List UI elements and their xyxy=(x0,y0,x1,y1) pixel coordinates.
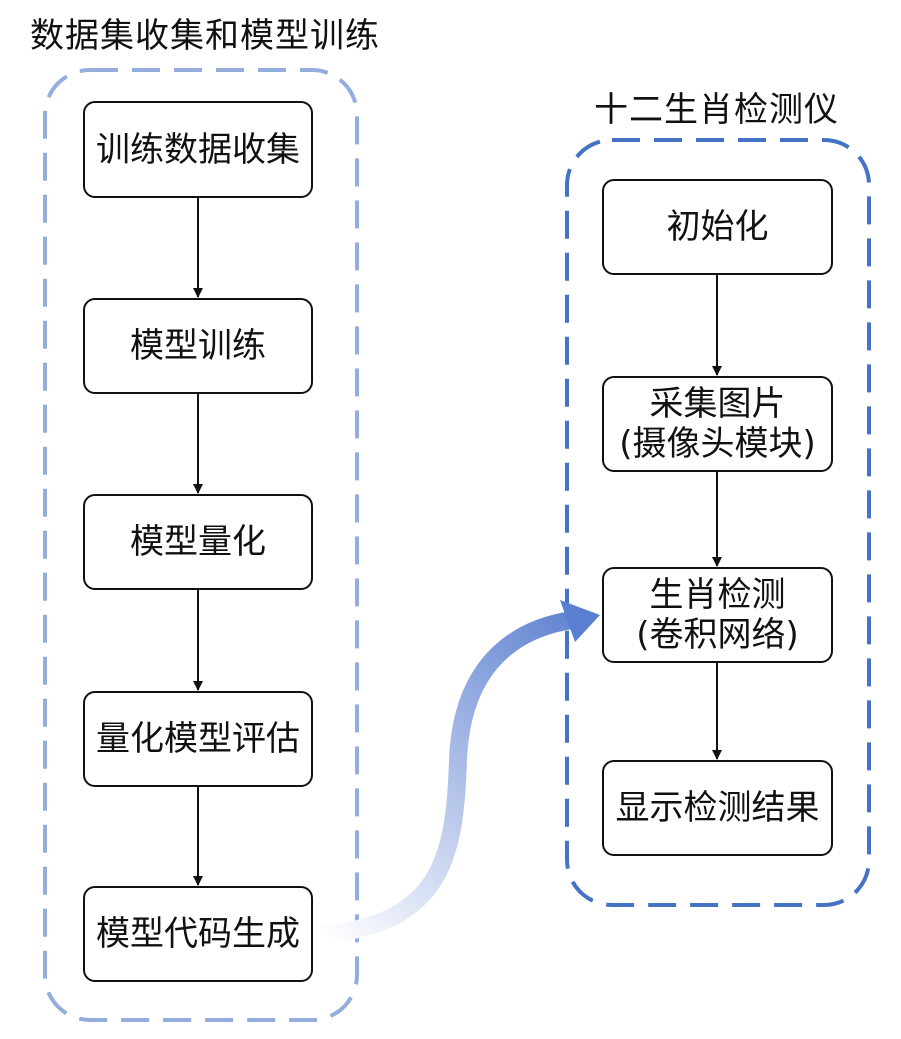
node-model-code-generation: 模型代码生成 xyxy=(83,886,313,982)
node-capture-image: 采集图片 (摄像头模块) xyxy=(602,376,833,472)
node-quantized-model-evaluation: 量化模型评估 xyxy=(83,691,313,787)
right-group-container xyxy=(565,138,871,907)
left-group-title: 数据集收集和模型训练 xyxy=(30,16,380,56)
curved-arrow-head xyxy=(560,600,600,642)
node-label: 模型量化 xyxy=(130,522,266,562)
node-label: 训练数据收集 xyxy=(96,129,300,170)
node-training-data-collection: 训练数据收集 xyxy=(83,101,313,198)
node-model-quantization: 模型量化 xyxy=(83,494,313,590)
right-group-title: 十二生肖检测仪 xyxy=(594,90,839,130)
node-label: 模型代码生成 xyxy=(96,914,300,954)
node-label: 采集图片 xyxy=(649,384,786,424)
node-label: 模型训练 xyxy=(130,326,266,366)
node-label: 量化模型评估 xyxy=(96,719,300,759)
node-sublabel: (卷积网络) xyxy=(636,615,799,655)
node-sublabel: (摄像头模块) xyxy=(619,424,816,464)
node-zodiac-detection: 生肖检测 (卷积网络) xyxy=(602,567,833,663)
node-label: 生肖检测 xyxy=(649,575,786,615)
node-initialize: 初始化 xyxy=(602,179,833,275)
node-label: 显示检测结果 xyxy=(615,788,820,828)
node-model-training: 模型训练 xyxy=(83,298,313,394)
node-display-result: 显示检测结果 xyxy=(602,760,833,856)
left-group-container xyxy=(43,68,359,1022)
node-label: 初始化 xyxy=(666,207,769,247)
codegen-to-detect-curved-arrow xyxy=(317,611,574,944)
